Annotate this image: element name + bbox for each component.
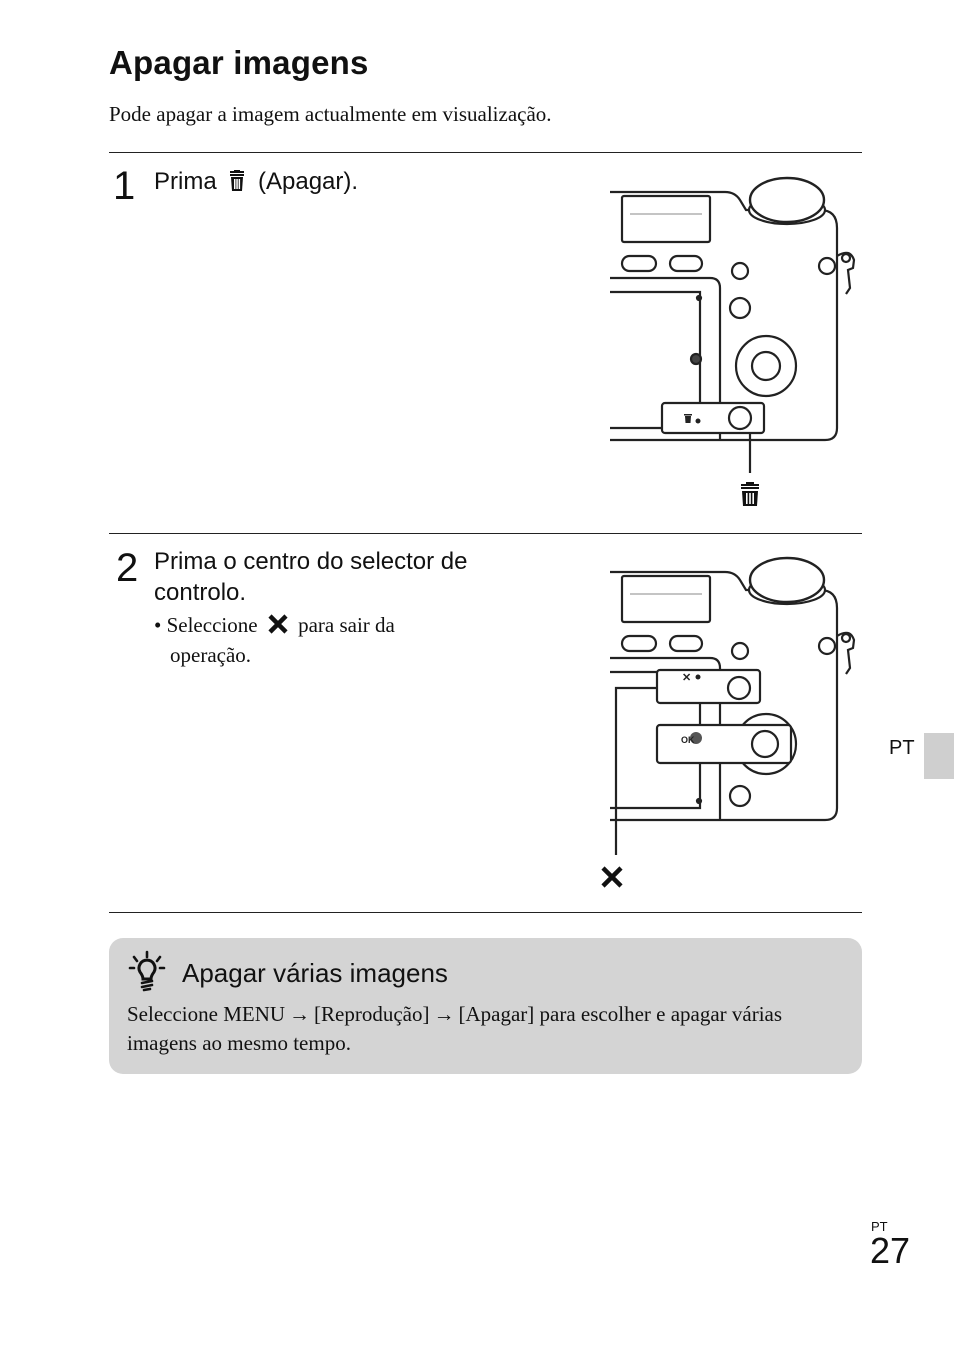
intro-text: Pode apagar a imagem actualmente em visu…	[109, 102, 552, 126]
camera-diagram-delete	[610, 176, 856, 506]
diagram-x-label: ✕	[682, 672, 691, 684]
step-2-number: 2	[116, 546, 139, 590]
arrow-right-icon: →	[433, 1002, 455, 1026]
side-tab	[924, 733, 954, 779]
trash-icon	[227, 169, 247, 200]
divider-top	[109, 152, 862, 153]
cross-icon	[267, 613, 289, 643]
step-1-text: Prima (Apagar).	[154, 166, 358, 200]
page-title: Apagar imagens	[109, 44, 369, 81]
hint-text-3: [Apagar] para escolher e apagar várias	[458, 1002, 783, 1026]
side-tab-label: PT	[889, 737, 915, 759]
diagram-cross-label-icon	[601, 866, 623, 888]
step-2-line2: controlo.	[154, 579, 247, 606]
hint-text-1: Seleccione MENU	[127, 1002, 286, 1026]
diagram-ok-label: OK	[681, 735, 695, 745]
camera-diagram-cancel: ✕ OK	[601, 556, 856, 888]
step-2-line1: Prima o centro do selector de	[154, 548, 468, 575]
diagram-trash-small-icon	[684, 414, 692, 423]
hint-box	[109, 938, 862, 1074]
divider-bottom	[109, 912, 862, 913]
step-2-bullet: • Seleccione para sair da	[154, 610, 395, 643]
step-2-bullet-before: • Seleccione	[154, 613, 258, 637]
step-1-text-after: (Apagar).	[258, 168, 359, 195]
page-lang: PT	[871, 1219, 888, 1234]
step-2-bullet-line2: operação.	[170, 643, 252, 667]
hint-body: Seleccione MENU→[Reprodução]→[Apagar] pa…	[127, 1000, 847, 1058]
step-1-number: 1	[113, 164, 136, 208]
hint-title: Apagar várias imagens	[182, 958, 448, 988]
step-2-bullet-after: para sair da	[298, 613, 395, 637]
arrow-right-icon: →	[289, 1002, 311, 1026]
step-1-text-before: Prima	[154, 168, 217, 195]
lightbulb-icon	[128, 950, 166, 992]
diagram-trash-label-icon	[741, 482, 759, 506]
page-number: 27	[870, 1230, 911, 1271]
hint-text-4: imagens ao mesmo tempo.	[127, 1031, 351, 1055]
divider-middle	[109, 533, 862, 534]
hint-text-2: [Reprodução]	[314, 1002, 430, 1026]
